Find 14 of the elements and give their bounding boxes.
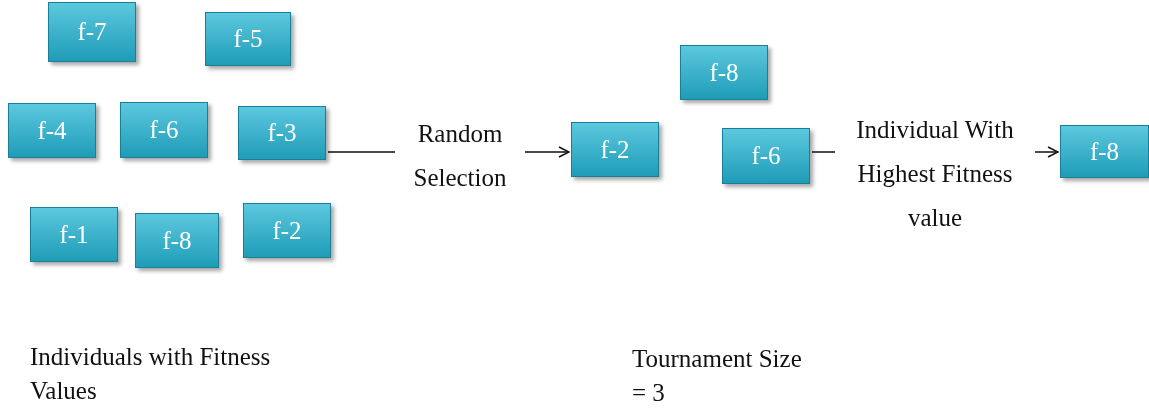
- fitness-box: f-8: [1060, 125, 1149, 178]
- fitness-box: f-1: [30, 207, 118, 262]
- caption: Tournament Size = 3: [632, 344, 802, 408]
- fitness-box: f-8: [135, 213, 219, 268]
- fitness-box: f-7: [48, 2, 136, 62]
- fitness-box: f-6: [120, 102, 208, 158]
- fitness-box: f-6: [722, 128, 810, 184]
- fitness-box: f-2: [243, 203, 331, 258]
- caption: Individuals with Fitness Values: [30, 342, 272, 406]
- fitness-box: f-3: [238, 106, 326, 160]
- fitness-box: f-4: [8, 103, 96, 158]
- fitness-box: f-5: [205, 12, 291, 66]
- fitness-box: f-8: [680, 45, 768, 100]
- fitness-box: f-2: [571, 122, 659, 177]
